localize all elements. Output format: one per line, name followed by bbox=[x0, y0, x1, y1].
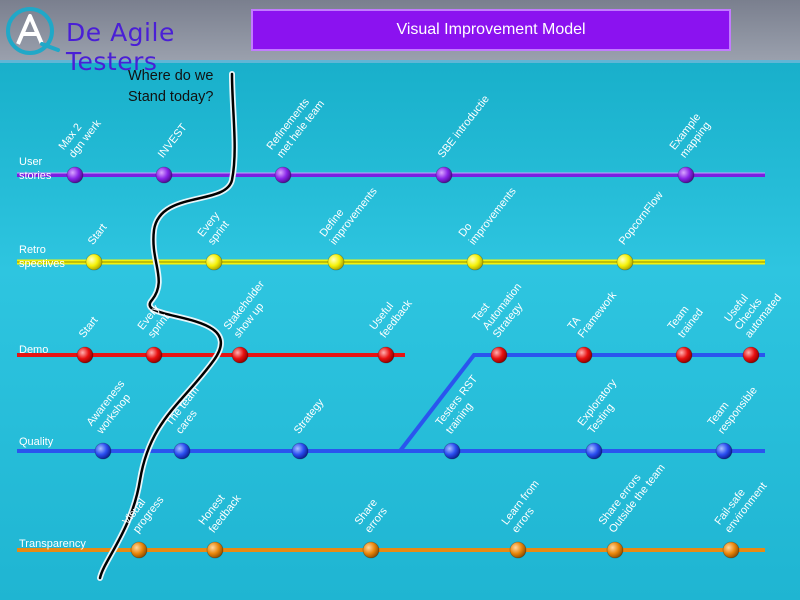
milestone-dot-quality-5 bbox=[585, 442, 603, 460]
milestone-dot-retrospectives-2 bbox=[205, 253, 223, 271]
milestone-dot-demo-1 bbox=[76, 346, 94, 364]
milestone-dot-demo-5 bbox=[490, 346, 508, 364]
lane-label-line: Transparency bbox=[19, 538, 86, 550]
milestone-dot-demo-3 bbox=[231, 346, 249, 364]
milestone-dot-retrospectives-1 bbox=[85, 253, 103, 271]
page-title: Visual Improvement Model bbox=[251, 9, 731, 51]
milestone-dot-retrospectives-5 bbox=[616, 253, 634, 271]
lane-label-retrospectives: Retro spectives bbox=[19, 243, 65, 271]
milestone-dots bbox=[66, 166, 760, 559]
milestone-dot-demo-6 bbox=[575, 346, 593, 364]
logo-emblem-icon bbox=[6, 7, 60, 55]
milestone-dot-transparency-4 bbox=[509, 541, 527, 559]
milestone-dot-demo-8 bbox=[742, 346, 760, 364]
lane-label-line: spectives bbox=[19, 258, 65, 270]
milestone-dot-user-stories-2 bbox=[155, 166, 173, 184]
where-do-we-stand-text: Where do we Stand today? bbox=[128, 66, 213, 108]
milestone-dot-quality-1 bbox=[94, 442, 112, 460]
milestone-dot-transparency-6 bbox=[722, 541, 740, 559]
lane-label-line: Demo bbox=[19, 344, 49, 356]
milestone-dot-user-stories-5 bbox=[677, 166, 695, 184]
lane-label-line: User bbox=[19, 156, 43, 168]
milestone-dot-user-stories-1 bbox=[66, 166, 84, 184]
header-bar: De Agile Testers Visual Improvement Mode… bbox=[0, 0, 800, 76]
company-logo: De Agile Testers bbox=[2, 4, 232, 76]
lane-label-line: stories bbox=[19, 170, 52, 182]
milestone-dot-transparency-1 bbox=[130, 541, 148, 559]
lane-label-user-stories: User stories bbox=[19, 155, 51, 183]
milestone-dot-user-stories-3 bbox=[274, 166, 292, 184]
lane-label-transparency: Transparency bbox=[19, 537, 86, 551]
lane-label-demo: Demo bbox=[19, 343, 48, 357]
milestone-dot-demo-2 bbox=[145, 346, 163, 364]
question-line-2: Stand today? bbox=[128, 89, 214, 105]
lane-label-line: Retro bbox=[19, 244, 46, 256]
milestone-dot-retrospectives-4 bbox=[466, 253, 484, 271]
milestone-dot-quality-4 bbox=[443, 442, 461, 460]
milestone-dot-demo-4 bbox=[377, 346, 395, 364]
milestone-dot-retrospectives-3 bbox=[327, 253, 345, 271]
milestone-dot-user-stories-4 bbox=[435, 166, 453, 184]
milestone-dot-demo-7 bbox=[675, 346, 693, 364]
milestone-dot-quality-3 bbox=[291, 442, 309, 460]
lane-line-automation-branch bbox=[398, 353, 765, 453]
milestone-dot-transparency-3 bbox=[362, 541, 380, 559]
question-line-1: Where do we bbox=[128, 68, 214, 84]
current-position-curve bbox=[98, 72, 236, 580]
milestone-dot-quality-6 bbox=[715, 442, 733, 460]
milestone-dot-transparency-5 bbox=[606, 541, 624, 559]
milestone-dot-quality-2 bbox=[173, 442, 191, 460]
milestone-dot-transparency-2 bbox=[206, 541, 224, 559]
logo-text: De Agile Testers bbox=[66, 18, 175, 76]
lane-label-line: Quality bbox=[19, 436, 54, 448]
lane-label-quality: Quality bbox=[19, 435, 53, 449]
